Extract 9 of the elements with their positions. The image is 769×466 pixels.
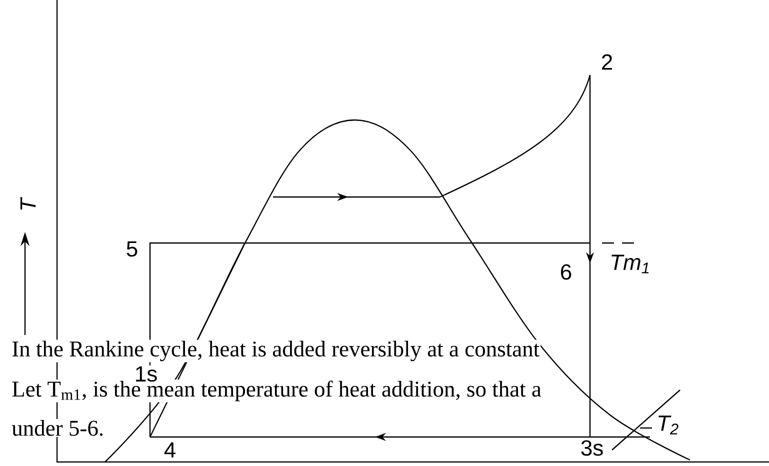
axis-label: T xyxy=(19,196,37,213)
line-label: T$_{2}$ xyxy=(656,414,680,436)
line-label: Tm$_{1}$ xyxy=(608,254,652,274)
point-label: 6 xyxy=(558,263,574,281)
point-label: 3s xyxy=(579,439,605,457)
point-label: 4 xyxy=(162,441,178,459)
point-label: 5 xyxy=(124,240,140,258)
point-label: 1s xyxy=(133,365,159,383)
point-label: 2 xyxy=(600,53,614,71)
